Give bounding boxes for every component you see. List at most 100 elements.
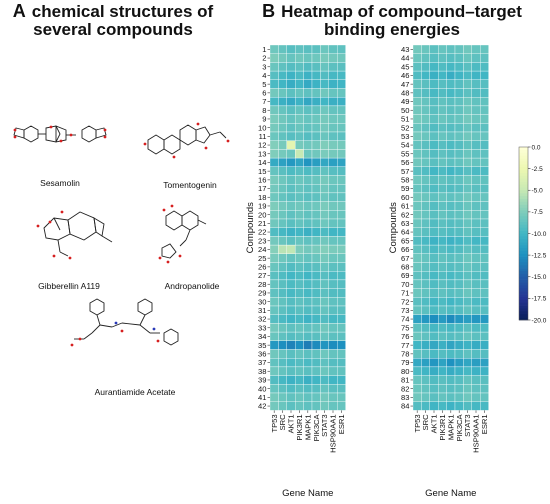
heatmap-cell	[303, 366, 313, 376]
heatmap-cell	[320, 62, 329, 72]
heatmap-cell	[454, 166, 464, 176]
heatmap-cell	[303, 70, 313, 80]
heatmap-cell	[446, 175, 456, 185]
heatmap-cell	[438, 236, 447, 246]
colorbar-segment	[519, 198, 528, 203]
heatmap-cell	[463, 253, 472, 263]
heatmap-cell	[320, 288, 329, 298]
x-tick-label: PIK3R1	[295, 414, 304, 440]
heatmap-cell	[412, 192, 422, 202]
heatmap-cell	[286, 97, 296, 107]
y-tick-label: 48	[401, 88, 409, 97]
colorbar-segment	[519, 213, 528, 217]
heatmap-cell	[463, 88, 472, 98]
y-tick-label: 52	[401, 123, 409, 132]
heatmap-cell	[328, 253, 338, 263]
heatmap-cell	[278, 262, 287, 272]
heatmap-cell	[320, 218, 329, 228]
y-tick-label: 7	[262, 97, 266, 106]
heatmap-cell	[429, 366, 439, 376]
colorbar-segment	[519, 190, 528, 194]
heatmap-cell	[311, 384, 321, 394]
heatmap-cell	[471, 166, 481, 176]
heatmap-cell	[429, 253, 439, 263]
heatmap-cell	[429, 210, 439, 220]
heatmap-cell	[269, 114, 279, 124]
y-tick-label: 42	[258, 402, 266, 411]
y-tick-label: 56	[401, 158, 409, 167]
heatmap-cell	[311, 184, 321, 194]
y-tick-label: 16	[258, 175, 266, 184]
heatmap-cell	[278, 53, 287, 63]
heatmap-cell	[320, 105, 329, 115]
heatmap-cell	[295, 340, 304, 350]
heatmap-cell	[480, 244, 489, 254]
heatmap-cell	[320, 210, 329, 220]
colorbar-segment	[519, 219, 528, 223]
heatmap-cell	[295, 366, 304, 376]
y-tick-label: 41	[258, 393, 266, 402]
heatmap-cell	[328, 297, 338, 307]
colorbar-segment	[519, 262, 528, 266]
y-tick-label: 6	[262, 88, 266, 97]
heatmap-cell	[480, 149, 489, 159]
heatmap-cell	[480, 97, 489, 107]
heatmap-cell	[286, 218, 296, 228]
colorbar-segment	[519, 245, 528, 249]
heatmap-cell	[328, 227, 338, 237]
heatmap-cell	[337, 123, 346, 133]
heatmap-cell	[295, 271, 304, 281]
x-tick-label: SRC	[421, 414, 430, 431]
panel-b-letter: B	[262, 1, 276, 21]
y-tick-label: 67	[401, 254, 409, 263]
heatmap-cell	[412, 323, 422, 333]
heatmap-cell	[337, 297, 346, 307]
heatmap-cell	[295, 305, 304, 315]
heatmap-cell	[454, 227, 464, 237]
heatmap-cell	[311, 331, 321, 341]
heatmap-cell	[429, 184, 439, 194]
heatmap-cell	[438, 305, 447, 315]
heatmap-cell	[446, 375, 456, 385]
heatmap-cell	[328, 114, 338, 124]
y-tick-label: 23	[258, 236, 266, 245]
heatmap-cell	[463, 53, 472, 63]
heatmap-cell	[337, 218, 346, 228]
heatmap-cell	[337, 349, 346, 359]
heatmap-cell	[463, 305, 472, 315]
colorbar-segment	[519, 282, 528, 286]
heatmap-cell	[320, 53, 329, 63]
heatmap-cell	[320, 375, 329, 385]
heatmap-cell	[269, 149, 279, 159]
heatmap-cell	[429, 401, 439, 411]
heatmap-cell	[303, 349, 313, 359]
heatmap-cell	[337, 88, 346, 98]
heatmap-cell	[421, 44, 430, 54]
colorbar-segment	[519, 247, 528, 252]
heatmap-cell	[286, 236, 296, 246]
heatmap-cell	[320, 297, 329, 307]
heatmap-cell	[421, 105, 430, 115]
heatmap-cell	[429, 227, 439, 237]
heatmap-cell	[463, 210, 472, 220]
heatmap-cell	[412, 140, 422, 150]
heatmap-cell	[320, 44, 329, 54]
heatmap-cell	[303, 253, 313, 263]
heatmap-cell	[286, 349, 296, 359]
y-tick-label: 83	[401, 393, 409, 402]
heatmap-cell	[454, 201, 464, 211]
heatmap-cell	[286, 88, 296, 98]
heatmap-cell	[311, 392, 321, 402]
heatmap-cell	[480, 140, 489, 150]
heatmap-cell	[320, 366, 329, 376]
heatmap-cell	[311, 401, 321, 411]
colorbar-segment	[519, 296, 528, 301]
y-tick-label: 11	[259, 132, 267, 141]
heatmap-cell	[311, 44, 321, 54]
heatmap-cell	[421, 236, 430, 246]
heatmap-cell	[421, 384, 430, 394]
heatmap-cell	[480, 53, 489, 63]
y-tick-label: 4	[262, 71, 266, 80]
heatmap-cell	[328, 288, 338, 298]
